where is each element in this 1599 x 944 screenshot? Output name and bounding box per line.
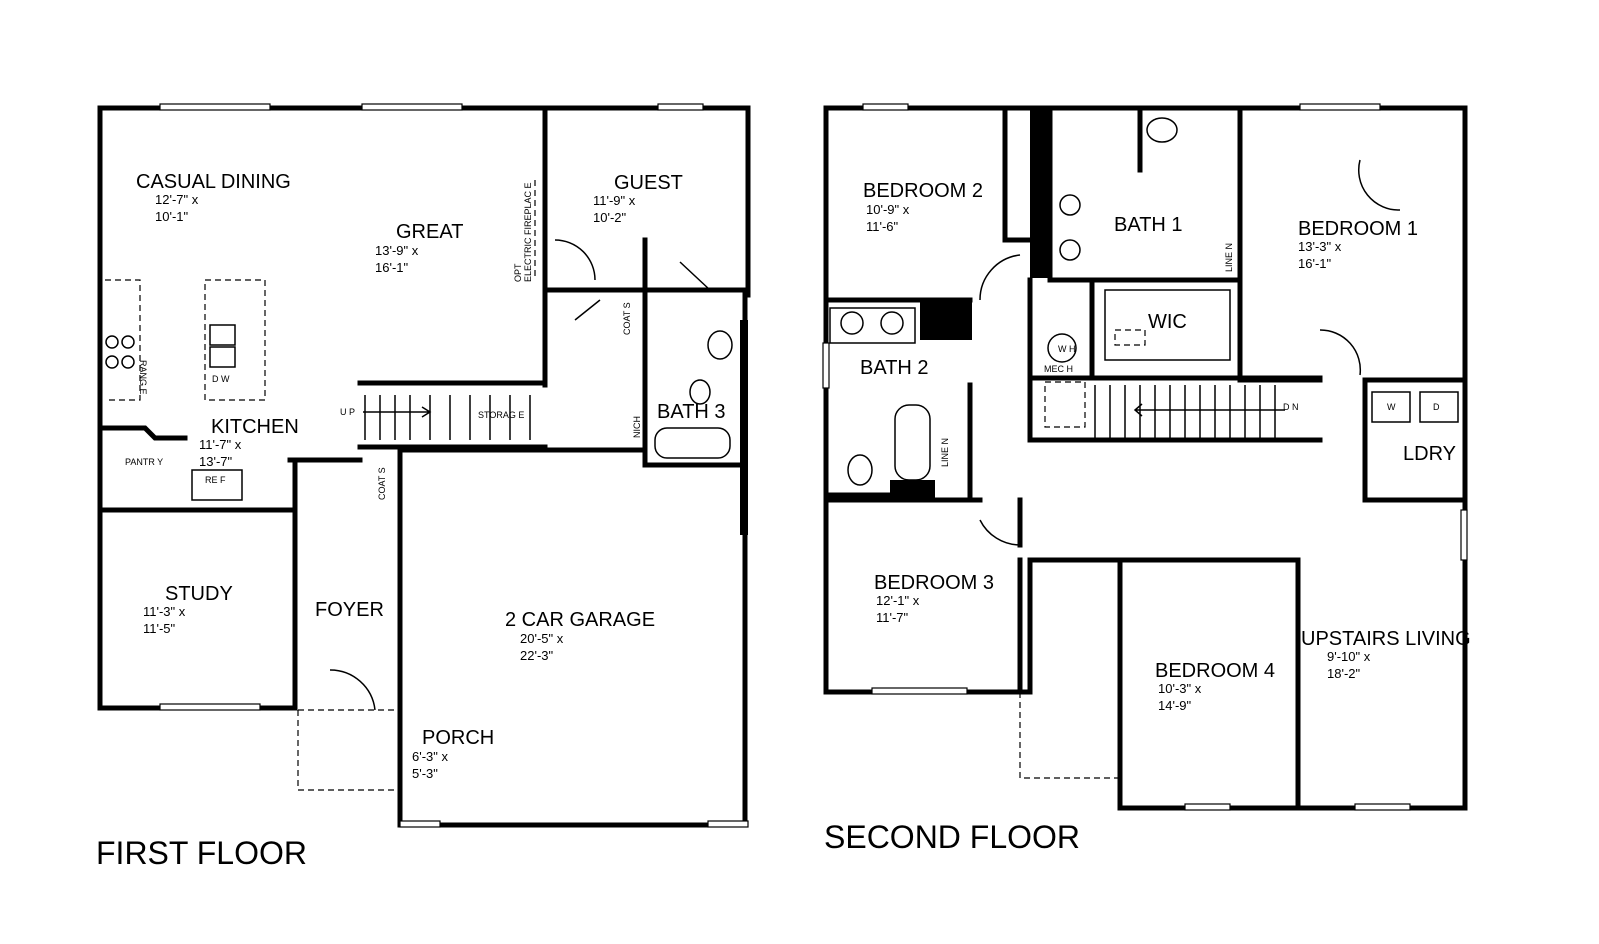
svg-text:16'-1": 16'-1" (1298, 256, 1332, 271)
room-kitchen: KITCHEN 11'-7" x 13'-7" (199, 416, 299, 469)
svg-text:13'-9" x: 13'-9" x (375, 243, 419, 258)
first-floor-plan: CASUAL DINING 12'-7" x 10'-1" GREAT 13'-… (96, 103, 751, 871)
room-bath-1: BATH 1 (1114, 214, 1183, 236)
linen-closet-label-2: LINE N (940, 438, 950, 467)
range-label: RANG E (138, 360, 148, 395)
room-garage: 2 CAR GARAGE 20'-5" x 22'-3" (505, 609, 655, 663)
svg-text:13'-3" x: 13'-3" x (1298, 239, 1342, 254)
svg-text:5'-3": 5'-3" (412, 766, 438, 781)
second-floor-title: SECOND FLOOR (824, 819, 1080, 855)
room-bedroom-3: BEDROOM 3 12'-1" x 11'-7" (874, 572, 994, 625)
svg-text:11'-5": 11'-5" (143, 621, 176, 636)
optional-label: OPT (513, 263, 523, 282)
water-heater-label: W H (1058, 344, 1076, 354)
svg-text:16'-1": 16'-1" (375, 260, 409, 275)
svg-text:BEDROOM 1: BEDROOM 1 (1298, 218, 1418, 240)
room-bedroom-4: BEDROOM 4 10'-3" x 14'-9" (1155, 660, 1275, 713)
washer-label: W (1387, 402, 1396, 412)
svg-text:10'-1": 10'-1" (155, 209, 189, 224)
svg-text:18'-2": 18'-2" (1327, 666, 1361, 681)
storage-label: STORAG E (478, 410, 524, 420)
dishwasher-label: D W (212, 374, 230, 384)
svg-text:CASUAL DINING: CASUAL DINING (136, 171, 291, 193)
dryer-label: D (1433, 402, 1440, 412)
stairs-up-label: U P (340, 407, 355, 417)
svg-text:BEDROOM 3: BEDROOM 3 (874, 572, 994, 594)
svg-text:12'-7" x: 12'-7" x (155, 192, 199, 207)
second-floor-plan: BEDROOM 2 10'-9" x 11'-6" BATH 1 BEDROOM… (822, 103, 1471, 855)
room-porch: PORCH 6'-3" x 5'-3" (412, 727, 494, 781)
svg-text:BEDROOM 4: BEDROOM 4 (1155, 660, 1275, 682)
room-foyer: FOYER (315, 599, 384, 621)
svg-text:11'-3" x: 11'-3" x (143, 604, 186, 619)
svg-text:10'-2": 10'-2" (593, 210, 627, 225)
room-bedroom-1: BEDROOM 1 13'-3" x 16'-1" (1298, 218, 1418, 271)
svg-text:11'-9" x: 11'-9" x (593, 193, 636, 208)
room-laundry: LDRY (1403, 443, 1456, 465)
svg-text:11'-7": 11'-7" (876, 610, 909, 625)
room-bedroom-2: BEDROOM 2 10'-9" x 11'-6" (863, 180, 983, 234)
room-great: GREAT 13'-9" x 16'-1" (375, 221, 463, 275)
pantry-label: PANTR Y (125, 457, 163, 467)
room-casual-dining: CASUAL DINING 12'-7" x 10'-1" (136, 171, 291, 224)
linen-closet-label: LINE N (1224, 243, 1234, 272)
svg-text:22'-3": 22'-3" (520, 648, 554, 663)
svg-text:6'-3" x: 6'-3" x (412, 749, 448, 764)
svg-text:UPSTAIRS LIVING: UPSTAIRS LIVING (1301, 628, 1471, 650)
coat-closet-label: COAT S (377, 467, 387, 500)
svg-text:11'-6": 11'-6" (866, 219, 899, 234)
svg-text:GREAT: GREAT (396, 221, 463, 243)
svg-text:14'-9": 14'-9" (1158, 698, 1192, 713)
first-floor-title: FIRST FLOOR (96, 835, 307, 871)
room-guest: GUEST 11'-9" x 10'-2" (593, 172, 683, 225)
svg-text:13'-7": 13'-7" (199, 454, 233, 469)
svg-text:10'-3" x: 10'-3" x (1158, 681, 1202, 696)
svg-text:9'-10" x: 9'-10" x (1327, 649, 1371, 664)
svg-text:11'-7" x: 11'-7" x (199, 437, 242, 452)
electric-fireplace-label: ELECTRIC FIREPLAC E (523, 182, 533, 282)
svg-text:KITCHEN: KITCHEN (211, 416, 299, 438)
svg-text:STUDY: STUDY (165, 583, 233, 605)
svg-text:12'-1" x: 12'-1" x (876, 593, 920, 608)
niche-label: NICH (632, 416, 642, 438)
svg-text:BEDROOM 2: BEDROOM 2 (863, 180, 983, 202)
mechanical-label: MEC H (1044, 364, 1073, 374)
room-study: STUDY 11'-3" x 11'-5" (143, 583, 233, 636)
room-walk-in-closet: WIC (1148, 311, 1187, 333)
svg-text:GUEST: GUEST (614, 172, 683, 194)
refrigerator-label: RE F (205, 475, 226, 485)
svg-text:2 CAR GARAGE: 2 CAR GARAGE (505, 609, 655, 631)
room-bath-3: BATH 3 (657, 401, 726, 423)
room-bath-2: BATH 2 (860, 357, 929, 379)
svg-text:PORCH: PORCH (422, 727, 494, 749)
svg-text:10'-9" x: 10'-9" x (866, 202, 910, 217)
stairs-down-label: D N (1283, 402, 1299, 412)
coat-closet-label-2: COAT S (622, 302, 632, 335)
svg-text:20'-5" x: 20'-5" x (520, 631, 564, 646)
room-upstairs-living: UPSTAIRS LIVING 9'-10" x 18'-2" (1301, 628, 1471, 681)
